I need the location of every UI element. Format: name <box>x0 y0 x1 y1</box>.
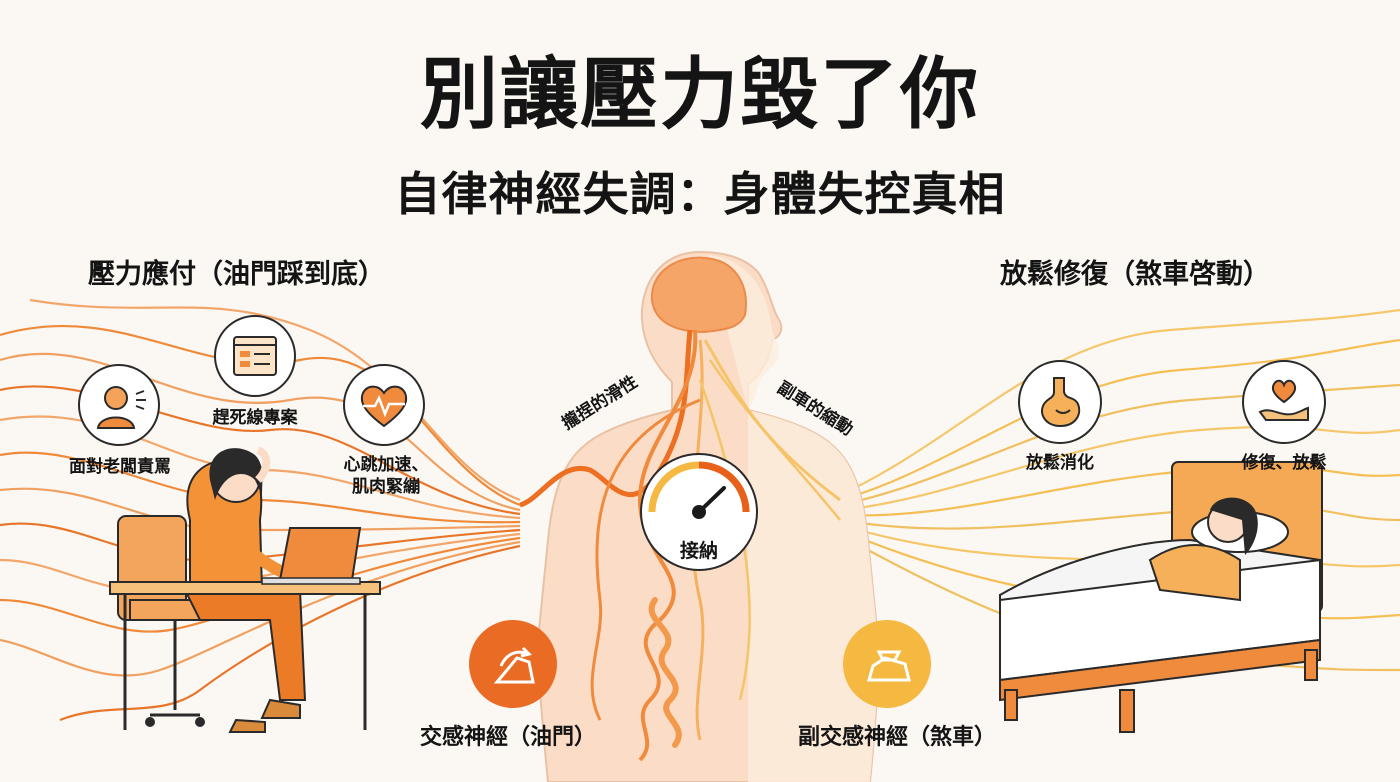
label-boss-scolding: 面對老闆責罵 <box>69 457 171 477</box>
stressed-worker-illustration <box>109 446 381 733</box>
page-title: 別讓壓力毀了你 <box>419 50 980 140</box>
left-section-heading: 壓力應付（油門踩到底） <box>88 259 385 290</box>
label-relax-digest: 放鬆消化 <box>1026 453 1094 473</box>
gauge-label: 接納 <box>679 540 718 562</box>
stomach-icon <box>1018 360 1102 444</box>
label-deadline-project: 趕死線專案 <box>212 408 298 428</box>
label-parasympathetic: 副交感神經（煞車） <box>798 725 997 750</box>
heartbeat-icon <box>343 364 425 446</box>
angry-boss-icon <box>78 364 160 446</box>
gauge-dial <box>640 453 758 571</box>
heart-hand-icon <box>1242 360 1326 444</box>
brake-pedal-icon <box>843 620 931 708</box>
label-heart-racing: 心跳加速、 肌肉緊繃 <box>343 455 429 497</box>
label-repair-relax: 修復、放鬆 <box>1241 453 1327 473</box>
right-section-heading: 放鬆修復（煞車啓動） <box>1000 259 1270 290</box>
resting-person-illustration <box>999 461 1323 733</box>
gas-pedal-icon <box>469 620 557 708</box>
page-subtitle: 自律神經失調：身體失控真相 <box>394 167 1006 221</box>
deadline-document-icon <box>214 315 296 397</box>
label-sympathetic: 交感神經（油門） <box>420 725 597 750</box>
